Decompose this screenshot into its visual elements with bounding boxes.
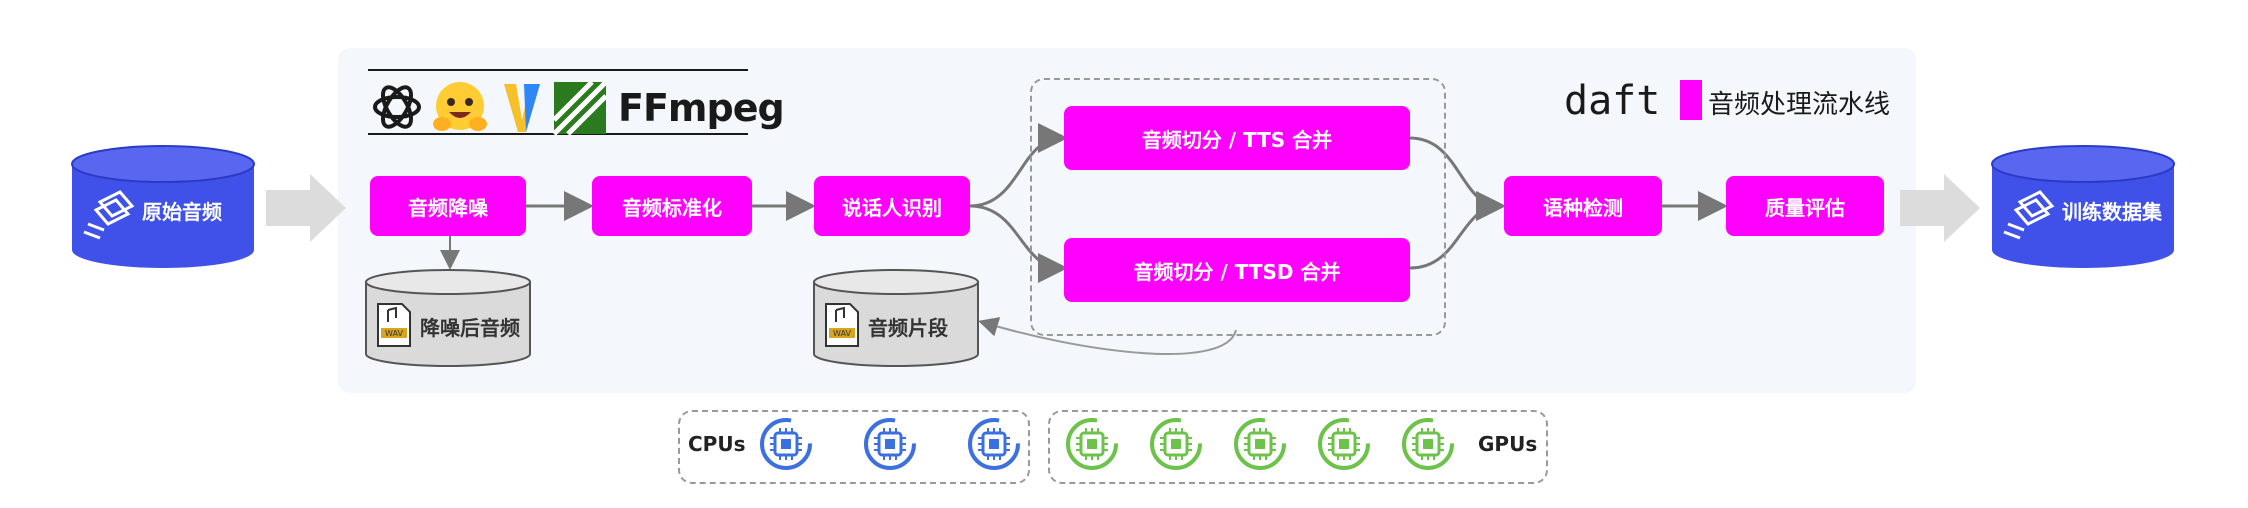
- step-normalize: 音频标准化: [592, 176, 752, 236]
- split-region: [1030, 78, 1446, 336]
- daft-accent-bar: [1680, 80, 1702, 120]
- step-split-ttsd: 音频切分 / TTSD 合并: [1064, 238, 1410, 302]
- cpu-chip-icon: [862, 416, 918, 472]
- gpus-label: GPUs: [1478, 432, 1538, 456]
- openai-icon: [373, 85, 421, 129]
- step-quality: 质量评估: [1726, 176, 1884, 236]
- gpu-chip-icon: [1316, 416, 1372, 472]
- segments-store: WAV 音频片段: [812, 268, 980, 368]
- input-arrow: [266, 174, 346, 242]
- source-database: 原始音频: [70, 144, 256, 270]
- wav-file-icon: WAV: [377, 303, 411, 347]
- arrow-speaker-ttsd: [969, 204, 1068, 283]
- step-language-detect: 语种检测: [1504, 176, 1662, 236]
- hugging-face-icon: [433, 82, 487, 131]
- denoised-store: WAV 降噪后音频: [364, 268, 532, 368]
- ffmpeg-wordmark: FFmpeg: [618, 86, 785, 130]
- tool-logos: FFmpeg: [368, 69, 785, 136]
- gpu-chip-icon: [1232, 416, 1288, 472]
- arrow-speaker-tts: [969, 123, 1068, 208]
- stack-icon: [2003, 190, 2055, 240]
- arrow-ttsd-lang: [1409, 191, 1506, 270]
- gpu-group: [1048, 410, 1548, 484]
- daft-brand: daft: [1564, 78, 1661, 124]
- svg-text:WAV: WAV: [833, 329, 851, 338]
- step-speaker-id: 说话人识别: [814, 176, 970, 236]
- denoised-label: 降噪后音频: [420, 316, 520, 340]
- cpu-chip-icon: [758, 416, 814, 472]
- ffmpeg-icon: [552, 80, 608, 136]
- svg-text:WAV: WAV: [385, 329, 403, 338]
- cpus-label: CPUs: [688, 432, 746, 456]
- cpu-chip-icon: [966, 416, 1022, 472]
- step-split-tts: 音频切分 / TTS 合并: [1064, 106, 1410, 170]
- source-label: 原始音频: [142, 200, 222, 224]
- arrow-ttsd-segments: [978, 317, 1237, 355]
- segments-label: 音频片段: [868, 316, 948, 340]
- step-denoise: 音频降噪: [370, 176, 526, 236]
- pipeline-title: 音频处理流水线: [1708, 90, 1891, 120]
- gpu-chip-icon: [1148, 416, 1204, 472]
- stack-icon: [83, 190, 135, 240]
- cpu-group: [678, 410, 1030, 484]
- gpu-chip-icon: [1400, 416, 1456, 472]
- target-database: 训练数据集: [1990, 144, 2176, 270]
- v-logo-icon: [504, 84, 540, 132]
- target-label: 训练数据集: [2062, 200, 2162, 224]
- wav-file-icon: WAV: [825, 303, 859, 347]
- gpu-chip-icon: [1064, 416, 1120, 472]
- output-arrow: [1900, 174, 1980, 242]
